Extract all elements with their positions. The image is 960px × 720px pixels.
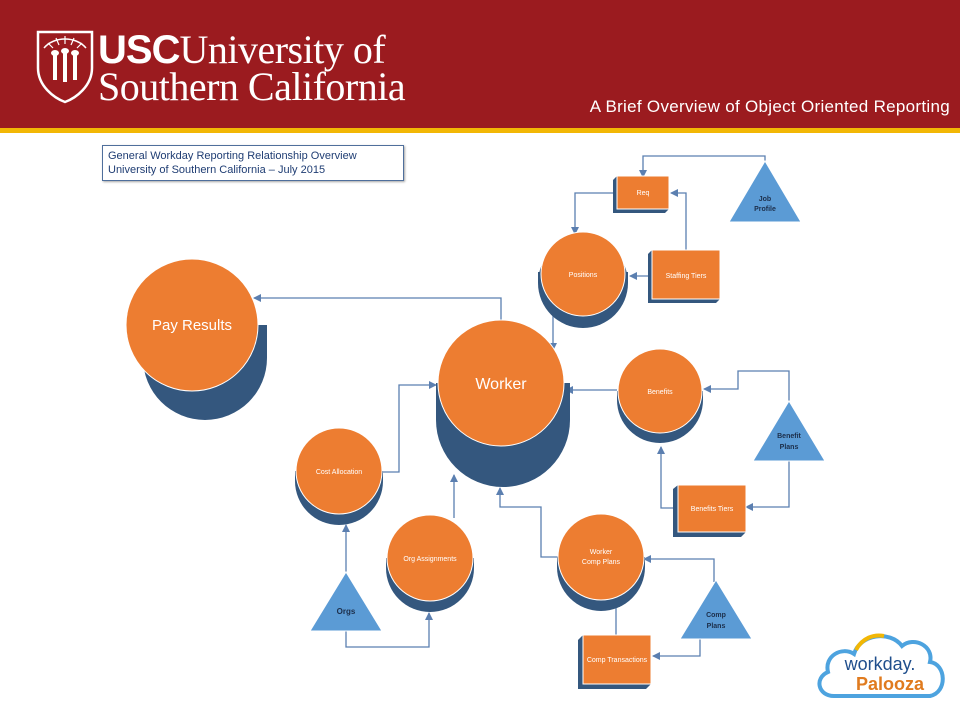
label-benefits-tiers: Benefits Tiers	[691, 506, 734, 513]
label-benefit-plans-line2: Plans	[780, 444, 799, 451]
label-job-profile-line1: Job	[759, 196, 771, 203]
node-org-assignments: Org Assignments	[386, 514, 474, 612]
connector-req-positions	[571, 192, 615, 235]
logo-line1: University of	[179, 27, 386, 72]
node-cost-allocation: Cost Allocation	[295, 427, 383, 525]
label-req: Req	[637, 190, 650, 197]
connector-tiers-benefits	[657, 446, 676, 509]
workday-palooza-logo: workday. Palooza	[817, 633, 945, 698]
node-worker-comp-plans: Worker Comp Plans	[557, 513, 645, 611]
label-comp-plans-line1: Comp	[706, 612, 726, 619]
label-cost-allocation: Cost Allocation	[316, 469, 362, 476]
label-benefit-plans-line1: Benefit	[777, 433, 801, 440]
node-req: Req	[613, 175, 670, 213]
connector-compplans-comptx	[652, 638, 701, 660]
label-comp-plans-line2: Plans	[707, 623, 726, 630]
label-benefits: Benefits	[647, 389, 673, 396]
slide-subtitle: A Brief Overview of Object Oriented Repo…	[589, 97, 950, 116]
connector-jobprofile-req	[639, 155, 766, 178]
node-orgs: Orgs	[309, 571, 383, 632]
label-orgs: Orgs	[337, 607, 356, 616]
node-worker: Worker	[436, 319, 570, 487]
node-comp-transactions: Comp Transactions	[578, 634, 652, 689]
node-staffing-tiers: Staffing Tiers	[648, 249, 721, 303]
node-benefits-tiers: Benefits Tiers	[673, 484, 747, 537]
usc-wordmark: USCUniversity of Southern California	[98, 27, 406, 109]
label-worker-comp-line1: Worker	[590, 549, 613, 556]
node-pay-results: Pay Results	[125, 258, 267, 420]
label-worker: Worker	[475, 376, 527, 393]
node-benefit-plans: Benefit Plans	[752, 400, 826, 462]
connector-orgs-orgassign	[345, 612, 433, 648]
connector-compplans-wcp	[643, 555, 715, 582]
info-box: General Workday Reporting Relationship O…	[102, 145, 404, 181]
label-positions: Positions	[569, 272, 598, 279]
info-line-1: General Workday Reporting Relationship O…	[108, 150, 357, 162]
workday-text: workday.	[844, 654, 916, 674]
label-org-assignments: Org Assignments	[403, 556, 457, 563]
label-staffing-tiers: Staffing Tiers	[666, 273, 707, 280]
usc-seal-icon	[36, 30, 94, 104]
label-comp-transactions: Comp Transactions	[587, 657, 648, 664]
logo-usc: USC	[98, 28, 180, 72]
logo-line2: Southern California	[98, 64, 406, 109]
connector-compplans-worker	[496, 487, 558, 558]
label-pay-results: Pay Results	[152, 317, 232, 334]
palooza-text: Palooza	[856, 674, 925, 694]
connector-benefitplans-tiers	[745, 460, 790, 511]
label-worker-comp-line2: Comp Plans	[582, 559, 621, 566]
label-job-profile-line2: Profile	[754, 206, 776, 213]
connector-benefitplans-benefits	[703, 370, 790, 402]
connector-staffing-req	[670, 189, 687, 250]
connector-worker-payresults	[253, 294, 502, 322]
node-job-profile: Job Profile	[728, 160, 802, 223]
gold-rule	[0, 128, 960, 133]
node-positions: Positions	[538, 231, 628, 328]
connector-costalloc-worker	[382, 381, 437, 473]
info-line-2: University of Southern California – July…	[108, 164, 326, 176]
node-benefits: Benefits	[617, 348, 703, 443]
header-bar: USCUniversity of Southern California A B…	[0, 0, 960, 128]
node-comp-plans: Comp Plans	[679, 579, 753, 640]
